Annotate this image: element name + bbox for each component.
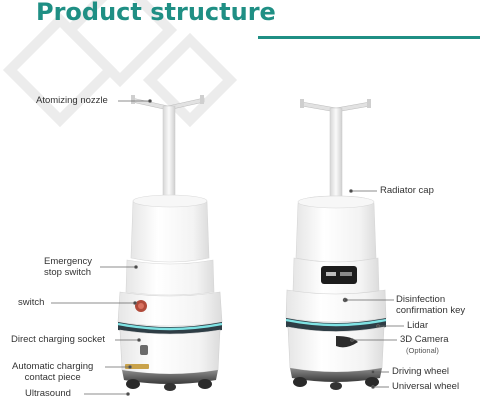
label-switch: switch [18, 297, 45, 308]
label-lidar: Lidar [407, 320, 429, 331]
label-atomizing-nozzle: Atomizing nozzle [36, 95, 108, 106]
base-bumper [122, 370, 218, 384]
label-3d-camera-text: 3D Camera [400, 334, 449, 345]
lower-chassis [285, 289, 387, 323]
leader-lines [51, 99, 404, 396]
charging-socket [140, 345, 148, 355]
robot-rear-view [285, 99, 387, 390]
middle-body [125, 259, 215, 296]
label-camera-optional: (Optional) [406, 346, 439, 355]
label-direct-charging-socket: Direct charging socket [11, 334, 105, 345]
base-skirt [119, 329, 221, 375]
label-emergency-stop-switch: Emergency stop switch [44, 256, 93, 278]
driving-wheel [365, 377, 379, 387]
spray-pole [329, 107, 343, 199]
lidar-glow [285, 318, 387, 327]
rear-display [321, 266, 357, 284]
nozzle-tip-left [131, 95, 135, 104]
lower-chassis [117, 291, 223, 327]
title-underline [258, 36, 480, 39]
nozzle-tip-right [200, 95, 204, 104]
wheel [198, 379, 212, 389]
page-title: Product structure [36, 0, 276, 26]
label-ultrasound: Ultrasound [25, 388, 71, 399]
lidar-glow [117, 322, 223, 331]
base-bumper [290, 368, 382, 382]
label-automatic-charging-contact: Automatic charging contact piece [12, 361, 94, 383]
wheel [126, 379, 140, 389]
label-disinfection-key: Disinfection confirmation key [396, 294, 466, 316]
universal-wheel [330, 382, 342, 390]
label-3d-camera: 3D Camera (Optional) [400, 334, 449, 356]
driving-wheel [293, 377, 307, 387]
label-driving-wheel: Driving wheel [392, 366, 450, 377]
label-radiator-cap: Radiator cap [380, 185, 434, 196]
spray-pole [162, 105, 176, 197]
base-skirt [287, 326, 385, 373]
radiator-cap [297, 195, 375, 209]
robot-front-view [117, 95, 223, 391]
label-universal-wheel: Universal wheel [392, 381, 460, 392]
